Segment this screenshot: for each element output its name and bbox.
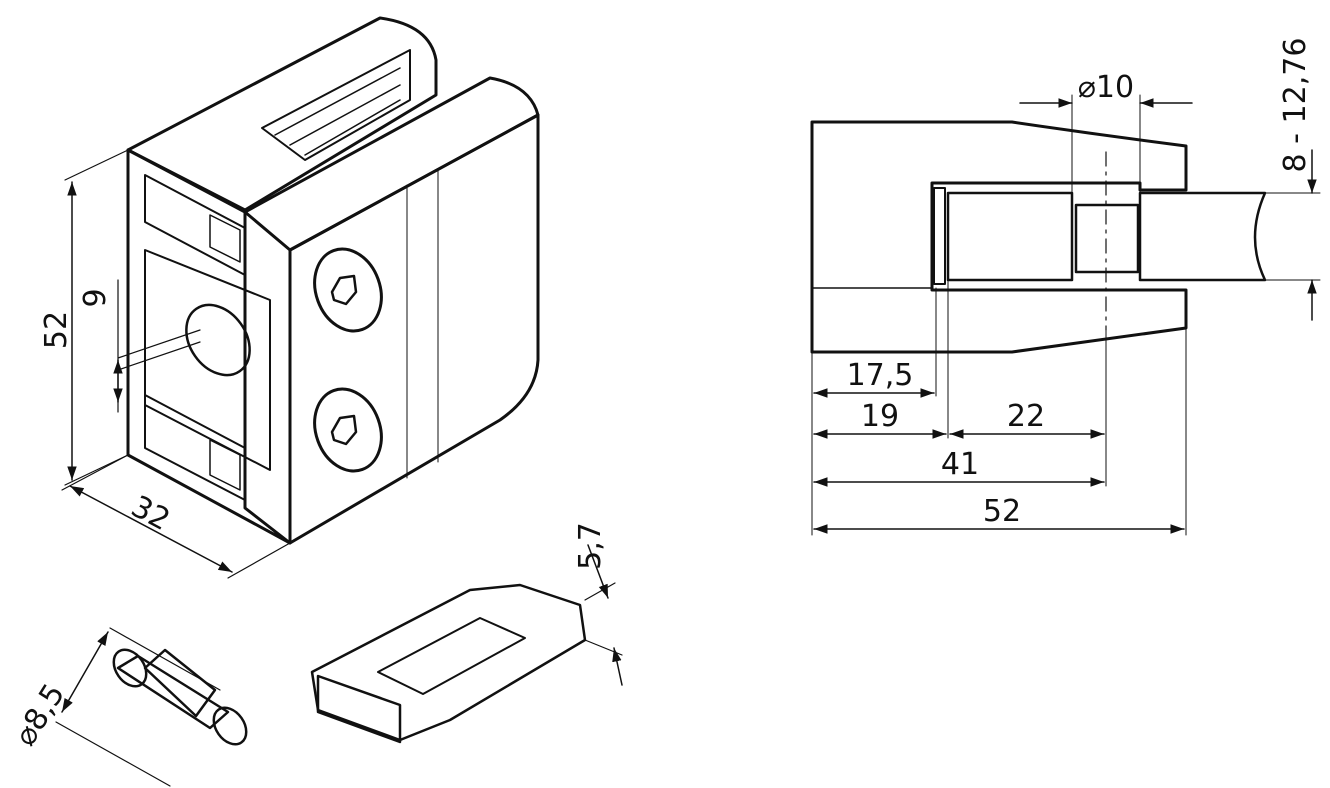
clamp-back-plate: [126, 16, 438, 212]
section-view: ⌀10 8 - 12,76 17,5 19 22 41 52: [810, 38, 1321, 536]
dim-17-5: 17,5: [813, 358, 935, 398]
dim-height-52: 52: [39, 149, 129, 486]
dim-19: 19: [813, 399, 947, 439]
dim-label-glass: 8 - 12,76: [1278, 38, 1313, 173]
clamp-front-face: [288, 113, 540, 545]
iso-clamp-view: 52 32 9: [39, 16, 540, 579]
upper-slot: [144, 174, 246, 276]
dim-hole-10: ⌀10: [1019, 70, 1193, 108]
hex-socket-icon: [330, 274, 358, 306]
dim-label-52: 52: [39, 311, 74, 349]
dim-label-32: 32: [125, 489, 175, 538]
glass-left: [946, 191, 1074, 282]
dim-insert-thickness: 5,7: [573, 522, 623, 686]
dim-label-5-7: 5,7: [573, 522, 608, 570]
clamp-left-face: [126, 148, 292, 545]
dim-label-17-5: 17,5: [847, 358, 914, 393]
dim-label-52-section: 52: [983, 494, 1021, 529]
dim-label-22: 22: [1007, 399, 1045, 434]
screw-lower: [313, 387, 383, 473]
glass-right: [1138, 191, 1267, 282]
dim-label-41: 41: [941, 447, 979, 482]
dim-41: 41: [813, 447, 1105, 487]
dim-label-pin-diameter: ⌀8,5: [8, 678, 73, 752]
dim-22: 22: [949, 399, 1105, 439]
insert-side: [316, 674, 402, 744]
lower-slot: [144, 394, 246, 501]
dim-label-hole: ⌀10: [1078, 70, 1134, 105]
clamp-body: [126, 16, 540, 545]
pin-rubber-sleeve: [143, 648, 217, 718]
top-glass-slot: [261, 49, 411, 161]
dim-slot-9: 9: [78, 279, 201, 413]
dim-label-9: 9: [78, 288, 113, 307]
pin-part: ⌀8,5: [8, 627, 248, 787]
insert-part: 5,7: [310, 522, 623, 744]
dim-glass-thickness: 8 - 12,76: [1278, 38, 1317, 321]
insert-body: [310, 583, 587, 742]
section-pad: [933, 187, 946, 285]
insert-pad: [377, 617, 526, 695]
hex-socket-icon: [330, 414, 358, 446]
pin-hole: [185, 303, 251, 377]
screw-upper: [313, 247, 383, 333]
section-clamp-body: [810, 120, 1188, 354]
clamp-front-top: [243, 76, 540, 252]
section-pin: [1074, 203, 1140, 274]
center-window: [144, 249, 271, 471]
dim-52: 52: [813, 494, 1185, 534]
dim-label-19: 19: [861, 399, 899, 434]
